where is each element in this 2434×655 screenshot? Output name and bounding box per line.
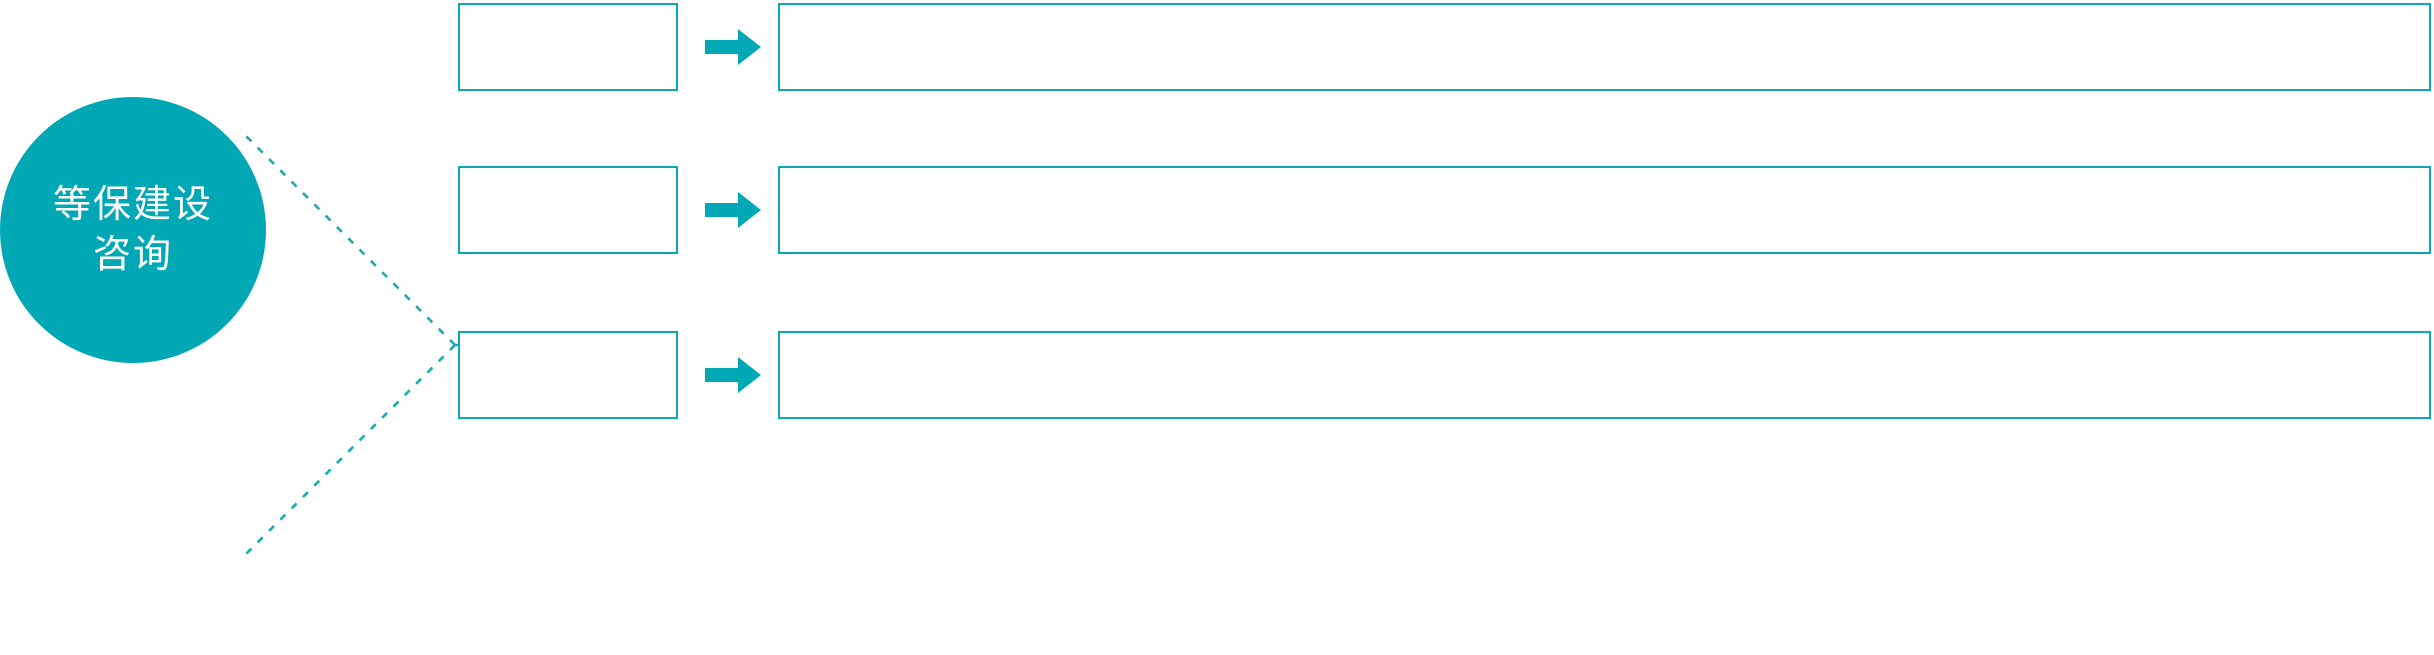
- arrow-right-icon: [705, 192, 761, 228]
- stage-box-1[interactable]: [458, 3, 678, 91]
- hub-label: 等保建设 咨询: [52, 183, 213, 276]
- hub-circle[interactable]: 等保建设 咨询: [0, 97, 266, 363]
- detail-box-3[interactable]: [778, 331, 2431, 419]
- arrow-right-icon: [705, 357, 761, 393]
- branch-row-3: [0, 331, 2434, 419]
- stage-box-3[interactable]: [458, 331, 678, 419]
- branch-row-1: [0, 3, 2434, 91]
- arrow-right-icon: [705, 29, 761, 65]
- detail-box-2[interactable]: [778, 166, 2431, 254]
- branch-row-2: [0, 166, 2434, 254]
- stage-box-2[interactable]: [458, 166, 678, 254]
- detail-box-1[interactable]: [778, 3, 2431, 91]
